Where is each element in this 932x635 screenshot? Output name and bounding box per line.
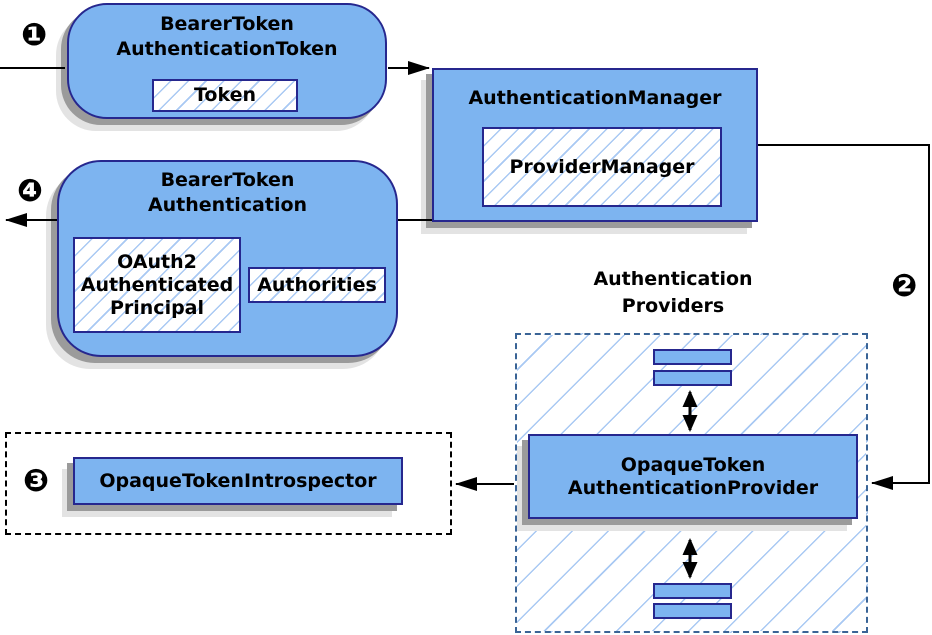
- introspector-label: OpaqueTokenIntrospector: [99, 469, 377, 492]
- token-chip: Token: [152, 79, 298, 112]
- authentication-providers-container: OpaqueToken AuthenticationProvider: [515, 333, 868, 633]
- node-opaque-token-introspector: OpaqueTokenIntrospector: [73, 457, 403, 505]
- node-opaque-token-authentication-provider: OpaqueToken AuthenticationProvider: [528, 434, 858, 519]
- principal-label-line: Principal: [109, 296, 205, 319]
- provider-placeholder-bar: [653, 370, 732, 386]
- principal-label-line: Authenticated: [80, 273, 234, 296]
- provider-manager-label: ProviderManager: [509, 155, 695, 178]
- node-title-line: BearerToken: [160, 169, 295, 191]
- oauth2-authenticated-principal-chip: OAuth2 Authenticated Principal: [73, 237, 241, 333]
- step3-badge: ❸: [23, 463, 50, 499]
- provider-manager-chip: ProviderManager: [482, 127, 722, 207]
- authorities-label: Authorities: [257, 273, 377, 296]
- step2-badge: ❷: [891, 268, 918, 304]
- node-authentication-manager: AuthenticationManager ProviderManager: [432, 68, 758, 222]
- group-label-line: Authentication: [593, 268, 753, 290]
- step4-badge: ❹: [17, 173, 44, 209]
- token-chip-label: Token: [193, 84, 257, 106]
- node-bearer-token-authentication-token: BearerToken AuthenticationToken Token: [67, 3, 387, 119]
- node-title-line: AuthenticationToken: [116, 38, 338, 60]
- provider-placeholder-bar: [653, 583, 732, 599]
- authentication-providers-label: Authentication Providers: [512, 266, 834, 320]
- principal-label-line: OAuth2: [117, 250, 197, 273]
- node-title-line: BearerToken: [160, 13, 294, 35]
- provider-placeholder-bar: [653, 349, 732, 365]
- provider-title-line: OpaqueToken: [620, 453, 766, 476]
- node-title-line: Authentication: [147, 194, 308, 216]
- node-bearer-token-authentication: BearerToken Authentication OAuth2 Authen…: [57, 160, 398, 357]
- provider-title-line: AuthenticationProvider: [567, 476, 819, 499]
- group-label-line: Providers: [621, 295, 725, 317]
- step1-badge: ❶: [21, 17, 48, 53]
- provider-placeholder-bar: [653, 603, 732, 619]
- authorities-chip: Authorities: [248, 267, 386, 303]
- introspector-container: OpaqueTokenIntrospector: [5, 432, 452, 535]
- node-title: AuthenticationManager: [468, 87, 722, 109]
